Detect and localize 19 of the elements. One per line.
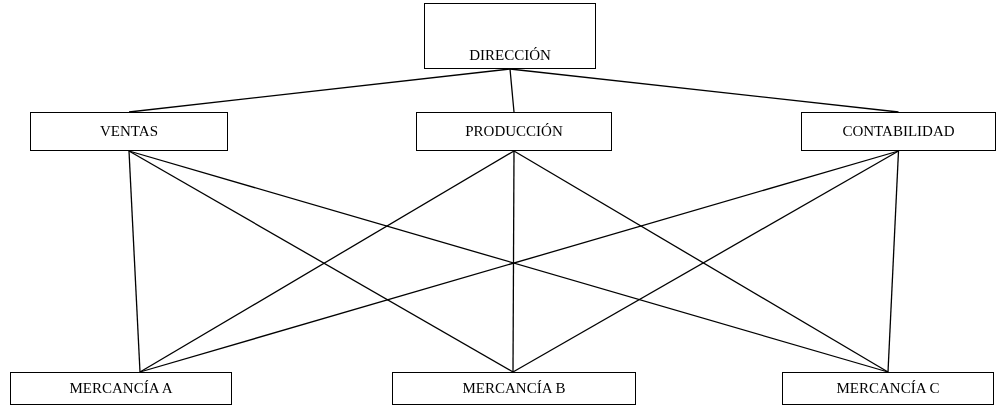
box-label: MERCANCÍA C <box>836 380 940 397</box>
connector-line <box>128 68 511 113</box>
connector-line <box>512 150 515 373</box>
org-box <box>782 372 994 405</box>
box-label: VENTAS <box>100 123 158 140</box>
box-label: DIRECCIÓN <box>469 47 551 64</box>
box-label: CONTABILIDAD <box>842 123 955 140</box>
connector-line <box>887 150 900 373</box>
box-label: MERCANCÍA A <box>69 380 173 397</box>
connector-line <box>509 68 515 113</box>
org-box <box>801 112 996 151</box>
org-box <box>424 3 596 69</box>
box-label: PRODUCCIÓN <box>465 123 563 140</box>
org-box <box>10 372 232 405</box>
org-box <box>392 372 636 405</box>
box-label: MERCANCÍA B <box>462 380 566 397</box>
connector-line <box>128 150 141 373</box>
org-box <box>416 112 612 151</box>
org-box <box>30 112 228 151</box>
